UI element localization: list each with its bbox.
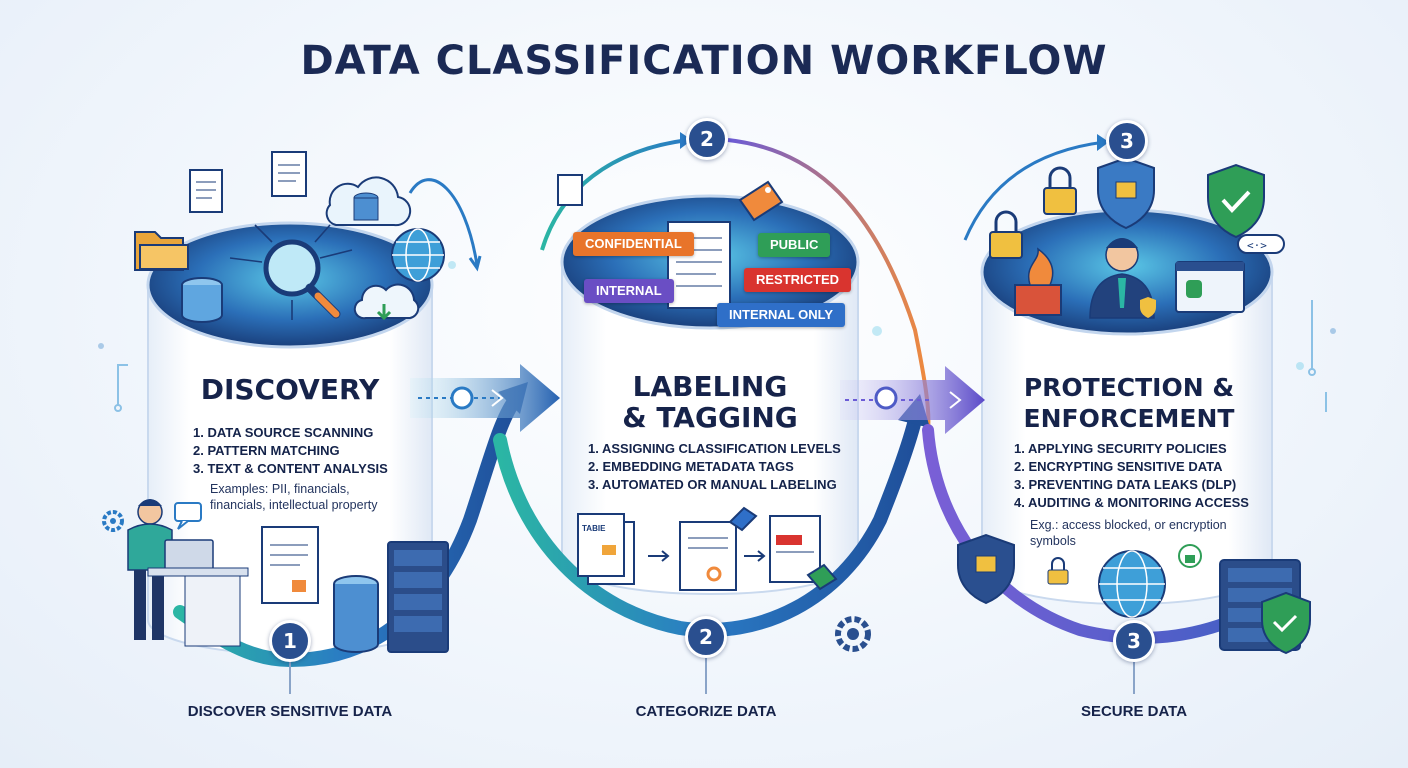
padlock-icon <box>1043 166 1077 215</box>
flow-arc-2-to-3 <box>493 413 922 638</box>
step-item: 4. Auditing & Monitoring Access <box>1014 495 1249 510</box>
document-icon <box>577 513 635 585</box>
background-sparkles <box>98 261 1336 370</box>
document-icon <box>769 515 821 583</box>
chevron-arrow-2-3 <box>840 366 985 434</box>
step-badge-3: 3 <box>1113 620 1155 662</box>
stage-caption-categorize: CATEGORIZE DATA <box>635 703 777 720</box>
price-tag-icon <box>806 563 838 591</box>
stage-title-labeling: LABELING & TAGGING <box>622 370 798 434</box>
code-icon: <·> <box>1237 234 1285 254</box>
step-item: 2. Embedding Metadata Tags <box>588 459 794 474</box>
gear-icon <box>102 510 124 532</box>
page-title: DATA CLASSIFICATION WORKFLOW <box>300 38 1108 84</box>
browser-window-icon <box>1175 261 1245 313</box>
step-item: 1. Data Source Scanning <box>193 425 374 440</box>
step-item: 3. Text & Content Analysis <box>193 461 388 476</box>
document-icon <box>261 526 319 604</box>
stage-steps-labeling: 1. Assigning Classification Levels 2. Em… <box>588 440 841 494</box>
arc-arrowhead <box>468 255 482 272</box>
step-badge-2: 2 <box>685 616 727 658</box>
step-item: 1. Applying Security Policies <box>1014 441 1227 456</box>
database-icon <box>181 277 223 323</box>
top-arc3-arrowhead <box>1097 134 1109 151</box>
server-rack-icon <box>387 541 449 653</box>
svg-text:<·>: <·> <box>1247 239 1267 252</box>
document-icon <box>189 169 223 213</box>
stage-caption-secure: SECURE DATA <box>1080 703 1188 720</box>
globe-icon <box>391 228 445 282</box>
stage-title-discovery: DISCOVERY <box>200 373 380 406</box>
magnifier-icon <box>263 239 341 319</box>
step-badge-2-top: 2 <box>686 118 728 160</box>
top-arc-stage3 <box>963 140 1106 241</box>
step-item: 2. Encrypting Sensitive Data <box>1014 459 1223 474</box>
arc-connector <box>408 178 479 266</box>
shield-check-icon <box>1207 163 1265 239</box>
step-badge-3-top: 3 <box>1106 120 1148 162</box>
tag-public: PUBLIC <box>758 233 831 257</box>
firewall-icon <box>1014 247 1062 316</box>
shield-lock-icon <box>957 533 1015 605</box>
price-tag-icon <box>738 180 784 222</box>
stage-note-protection: Exg.: access blocked, or encryption symb… <box>1030 518 1227 548</box>
tag-restricted: RESTRICTED <box>744 268 852 292</box>
document-icon <box>271 151 307 197</box>
top-arc-stage2 <box>540 138 689 251</box>
globe-icon <box>1098 550 1166 618</box>
stage-note-discovery: Examples: PII, financials, financials, i… <box>210 482 378 512</box>
security-officer-icon <box>1089 238 1156 319</box>
flow-arrows-icon <box>229 224 353 320</box>
step-item: 3. Preventing Data Leaks (DLP) <box>1014 477 1237 492</box>
stage-steps-discovery: 1. Data Source Scanning 2. Pattern Match… <box>193 424 388 478</box>
shield-check-icon <box>1261 591 1311 655</box>
flow-arrows-icon <box>648 550 766 562</box>
document-icon <box>679 521 737 591</box>
step-item: 3. Automated or Manual Labeling <box>588 477 837 492</box>
price-tag-icon <box>728 506 758 532</box>
tag-internal: INTERNAL <box>584 279 674 303</box>
stage-steps-protection: 1. Applying Security Policies 2. Encrypt… <box>1014 440 1249 512</box>
step-item: 2. Pattern Matching <box>193 443 340 458</box>
circuit-lines <box>114 300 1327 412</box>
step-badge-1: 1 <box>269 620 311 662</box>
document-icon <box>557 174 583 206</box>
step-item: 1. Assigning Classification Levels <box>588 441 841 456</box>
stage-caption-discover: DISCOVER SENSITIVE DATA <box>187 703 393 720</box>
doc-label: TABIE <box>582 524 606 533</box>
person-laptop-icon <box>127 499 249 647</box>
tag-internal-only: INTERNAL ONLY <box>717 303 846 327</box>
shield-lock-icon <box>1097 156 1155 230</box>
folder-icon <box>134 231 189 271</box>
chat-bubble-icon <box>174 502 202 530</box>
stage-title-protection: PROTECTION & ENFORCEMENT <box>1023 373 1235 433</box>
padlock-icon <box>1047 557 1069 585</box>
padlock-icon <box>989 210 1023 259</box>
gear-icon <box>835 616 871 652</box>
cloud-database-icon <box>325 176 412 227</box>
cloud-upload-icon <box>353 283 420 321</box>
padlock-icon <box>1178 544 1202 568</box>
chevron-arrow-1-2 <box>410 364 560 432</box>
database-icon <box>333 575 379 653</box>
tag-confidential: CONFIDENTIAL <box>573 232 694 256</box>
